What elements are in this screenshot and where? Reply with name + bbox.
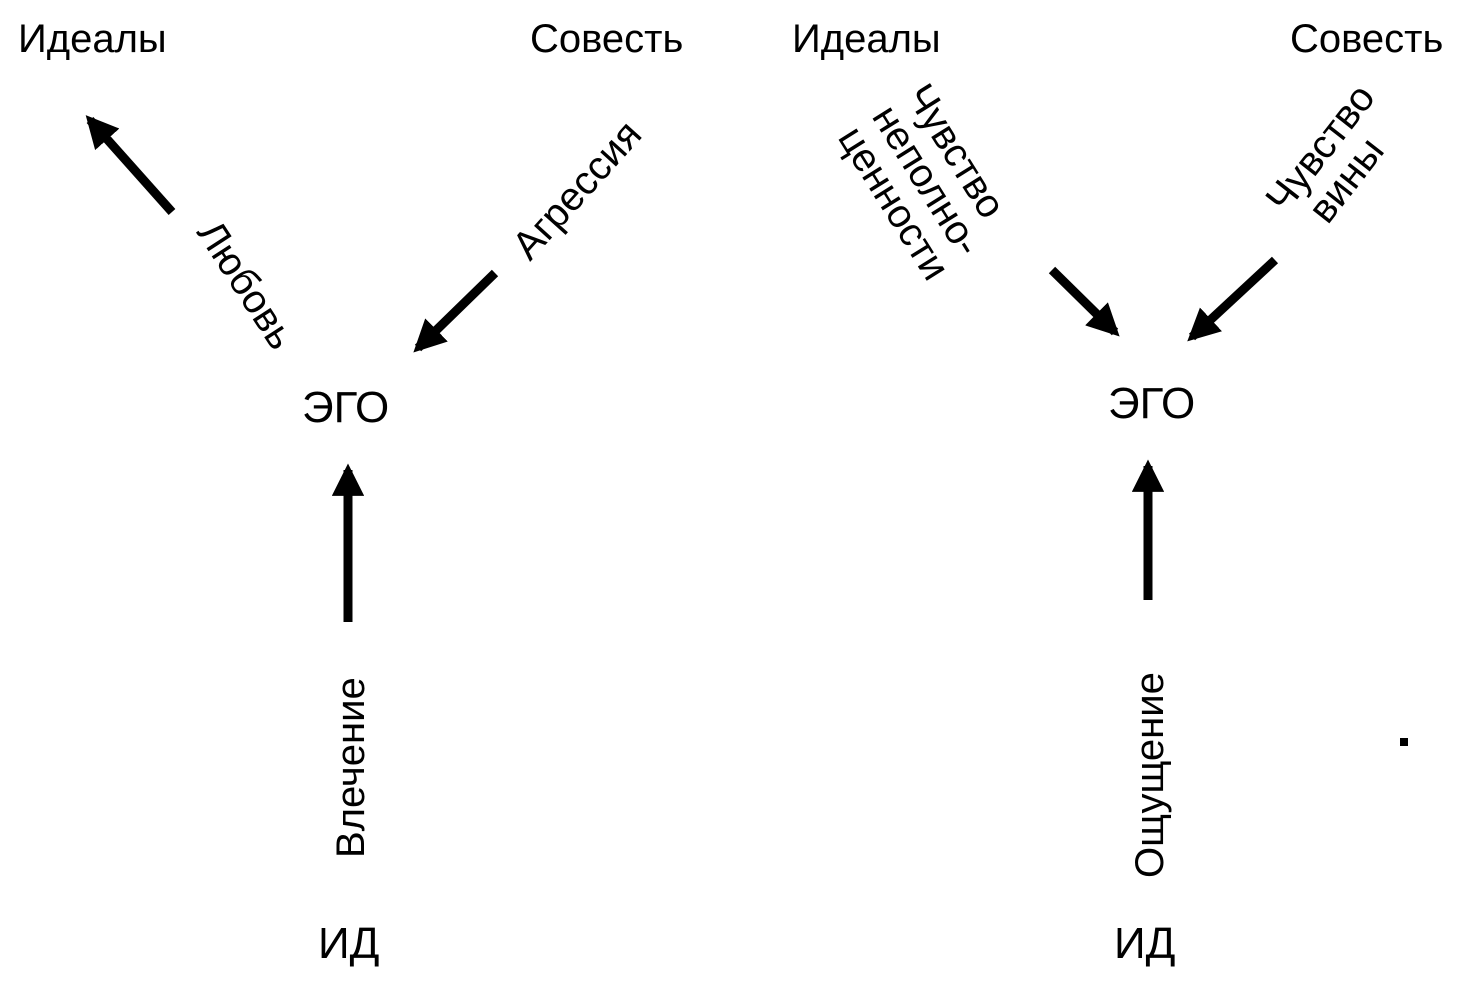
right-ego-label: ЭГО xyxy=(1108,379,1195,428)
drive-label: Влечение xyxy=(329,677,373,858)
left-id-label: ИД xyxy=(318,919,379,968)
right-diagram: Идеалы Совесть Чувство неполно- ценности… xyxy=(792,17,1443,968)
guilt-arrow xyxy=(1187,256,1279,342)
right-id-label: ИД xyxy=(1114,919,1175,968)
inferiority-label: Чувство неполно- ценности xyxy=(830,76,1014,287)
right-conscience-label: Совесть xyxy=(1290,17,1443,61)
right-ideals-label: Идеалы xyxy=(792,17,941,61)
left-ideals-label: Идеалы xyxy=(18,17,167,61)
guilt-label: Чувство вины xyxy=(1257,76,1392,231)
love-arrow xyxy=(85,115,176,215)
left-ego-label: ЭГО xyxy=(302,383,389,432)
left-conscience-label: Совесть xyxy=(530,17,683,61)
love-label: Любовь xyxy=(188,213,303,357)
scan-speck xyxy=(1400,738,1408,746)
inferiority-arrow xyxy=(1048,266,1120,337)
aggression-arrow xyxy=(413,269,499,353)
left-diagram: Идеалы Совесть Любовь Агрессия ЭГО Влече… xyxy=(18,17,683,968)
aggression-label: Агрессия xyxy=(504,112,650,268)
sensation-label: Ощущение xyxy=(1128,672,1172,878)
